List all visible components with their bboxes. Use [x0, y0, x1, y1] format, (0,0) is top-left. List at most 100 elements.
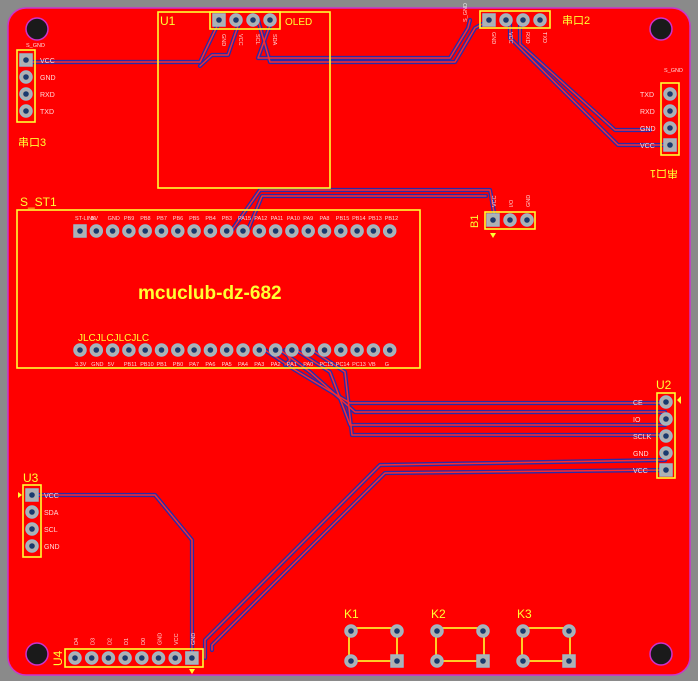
s-st1-bottom-pin-label: PC14: [336, 362, 350, 368]
u4-pin-pad: [151, 651, 166, 665]
serial1-top-label: S_GND: [664, 68, 683, 74]
serial3-pin-label: GND: [40, 75, 56, 82]
s-st1-top-pin-label: PA8: [320, 216, 330, 222]
s-st1-bottom-pin-label: PA3: [254, 362, 264, 368]
trace: [264, 349, 666, 404]
serial3-ref: 串口3: [18, 136, 46, 149]
s-st1-bottom-pin-label: PC13: [352, 362, 366, 368]
s-st1-outline: [16, 209, 421, 369]
s-st1-bottom-pad: [138, 343, 152, 357]
trace: [31, 19, 221, 63]
k3-button: K3: [516, 607, 576, 668]
u1-header-outline: [209, 11, 281, 30]
u1-pin-pad: [212, 13, 226, 27]
s-st1-bottom-pad: [382, 343, 397, 357]
u2-pin-pad: [659, 412, 673, 426]
mounting-hole-bottom-right: [649, 642, 673, 666]
mounting-hole-top-left: [25, 17, 49, 41]
serial1-pin-pad: [663, 87, 677, 101]
u1-pin-label: SCL: [254, 34, 260, 45]
s-st1-bottom-pad: [252, 343, 267, 357]
u4-pin-label: GND: [191, 633, 197, 645]
k1-button: K1: [344, 607, 404, 668]
s-st1-bottom-pin-label: PA0: [303, 362, 313, 368]
s-st1-top-pad: [334, 224, 348, 238]
s-st1-top-pad: [219, 224, 234, 238]
trace: [204, 459, 666, 659]
u4-pin-label: D1: [124, 638, 130, 645]
s-st1-bottom-pad: [334, 343, 348, 357]
u3-ref: U3: [23, 471, 39, 485]
u4-ref: U4: [51, 650, 65, 666]
s-st1-top-pin-label: PB12: [385, 216, 398, 222]
serial1-pin-label: VCC: [640, 143, 655, 150]
serial1-pin-label: TXD: [640, 92, 654, 99]
s-st1-bottom-pad: [187, 343, 201, 357]
s-st1-bottom-pad: [285, 343, 299, 357]
s-st1-top-pin-label: PB14: [352, 216, 365, 222]
button-pad: [562, 654, 576, 668]
button-pad: [344, 624, 358, 638]
s-st1-top-pad: [366, 224, 381, 238]
serial2-pin-label: VCC: [507, 32, 513, 44]
serial1-pin-pad: [663, 138, 677, 152]
s-st1-top-pad: [285, 224, 299, 238]
serial1-pin-pad: [663, 121, 677, 135]
trace: [199, 19, 241, 67]
s-st1-bottom-pin-label: PC15: [320, 362, 334, 368]
serial2-pin-label: RXD: [524, 32, 530, 44]
s-st1-ref: S_ST1: [20, 195, 57, 209]
s-st1-bottom-pad: [171, 343, 185, 357]
u2-ref: U2: [656, 378, 672, 392]
s-st1-top-pad: [252, 224, 267, 238]
u4-pin-pad: [168, 651, 182, 665]
k2-button: K2: [430, 607, 490, 668]
serial2-ref: 串口2: [562, 14, 590, 27]
u2-pin-pad: [659, 446, 673, 460]
u4-pin-label: VCC: [174, 633, 180, 645]
u1-pin-label: SDA: [271, 34, 277, 46]
s-st1-top-pad: [382, 224, 397, 238]
u4-pin-label: D0: [141, 638, 147, 645]
s-st1-bottom-pin-label: PB1: [157, 362, 167, 368]
trace: [509, 19, 671, 146]
button-pad: [562, 624, 576, 638]
s-st1-mark: JLCJLCJLCJLC: [78, 333, 149, 344]
s-st1-bottom-pad: [317, 343, 332, 357]
u2-pin-label: IO: [633, 417, 641, 424]
k1-ref: K1: [344, 607, 359, 621]
s-st1-top-pin-label: PB7: [157, 216, 167, 222]
k3-ref: K3: [517, 607, 532, 621]
s-st1-bottom-pin-label: PB10: [140, 362, 153, 368]
s-st1-bottom-pin-label: PB11: [124, 362, 137, 368]
serial3-pin-pad: [19, 87, 33, 101]
s-st1-bottom-pad: [73, 343, 87, 357]
s-st1-module: S_ST1 mcuclub-dz-682 JLCJLCJLCJLC ST-LIN…: [16, 195, 421, 369]
u3-pin-label: SCL: [44, 527, 58, 534]
b1-pin-label: GND: [526, 195, 532, 207]
u3-pin-pad: [25, 522, 39, 536]
s-st1-bottom-pad: [268, 343, 283, 357]
serial3-pin-pad: [19, 104, 33, 118]
k2-ref: K2: [431, 607, 446, 621]
serial2-pin-pad: [499, 13, 513, 27]
s-st1-bottom-pin-label: PB0: [173, 362, 183, 368]
u3-pin-label: SDA: [44, 510, 59, 517]
b1-ref: B1: [469, 215, 481, 228]
u4-pin-pad: [84, 651, 99, 665]
u1-pin-pad: [229, 13, 243, 27]
s-st1-bottom-pin-label: VB: [368, 362, 376, 368]
s-st1-top-pad: [154, 224, 169, 238]
serial2-top-label: S_GND: [463, 3, 469, 22]
trace: [247, 195, 487, 231]
s-st1-top-pad: [73, 224, 87, 238]
s-st1-top-pin-label: GND: [108, 216, 120, 222]
s-st1-bottom-pad: [236, 343, 250, 357]
button-pad: [516, 624, 530, 638]
button-pad: [390, 654, 404, 668]
u3-pin-label: VCC: [44, 493, 59, 500]
u1-pin-label: VCC: [237, 34, 243, 46]
